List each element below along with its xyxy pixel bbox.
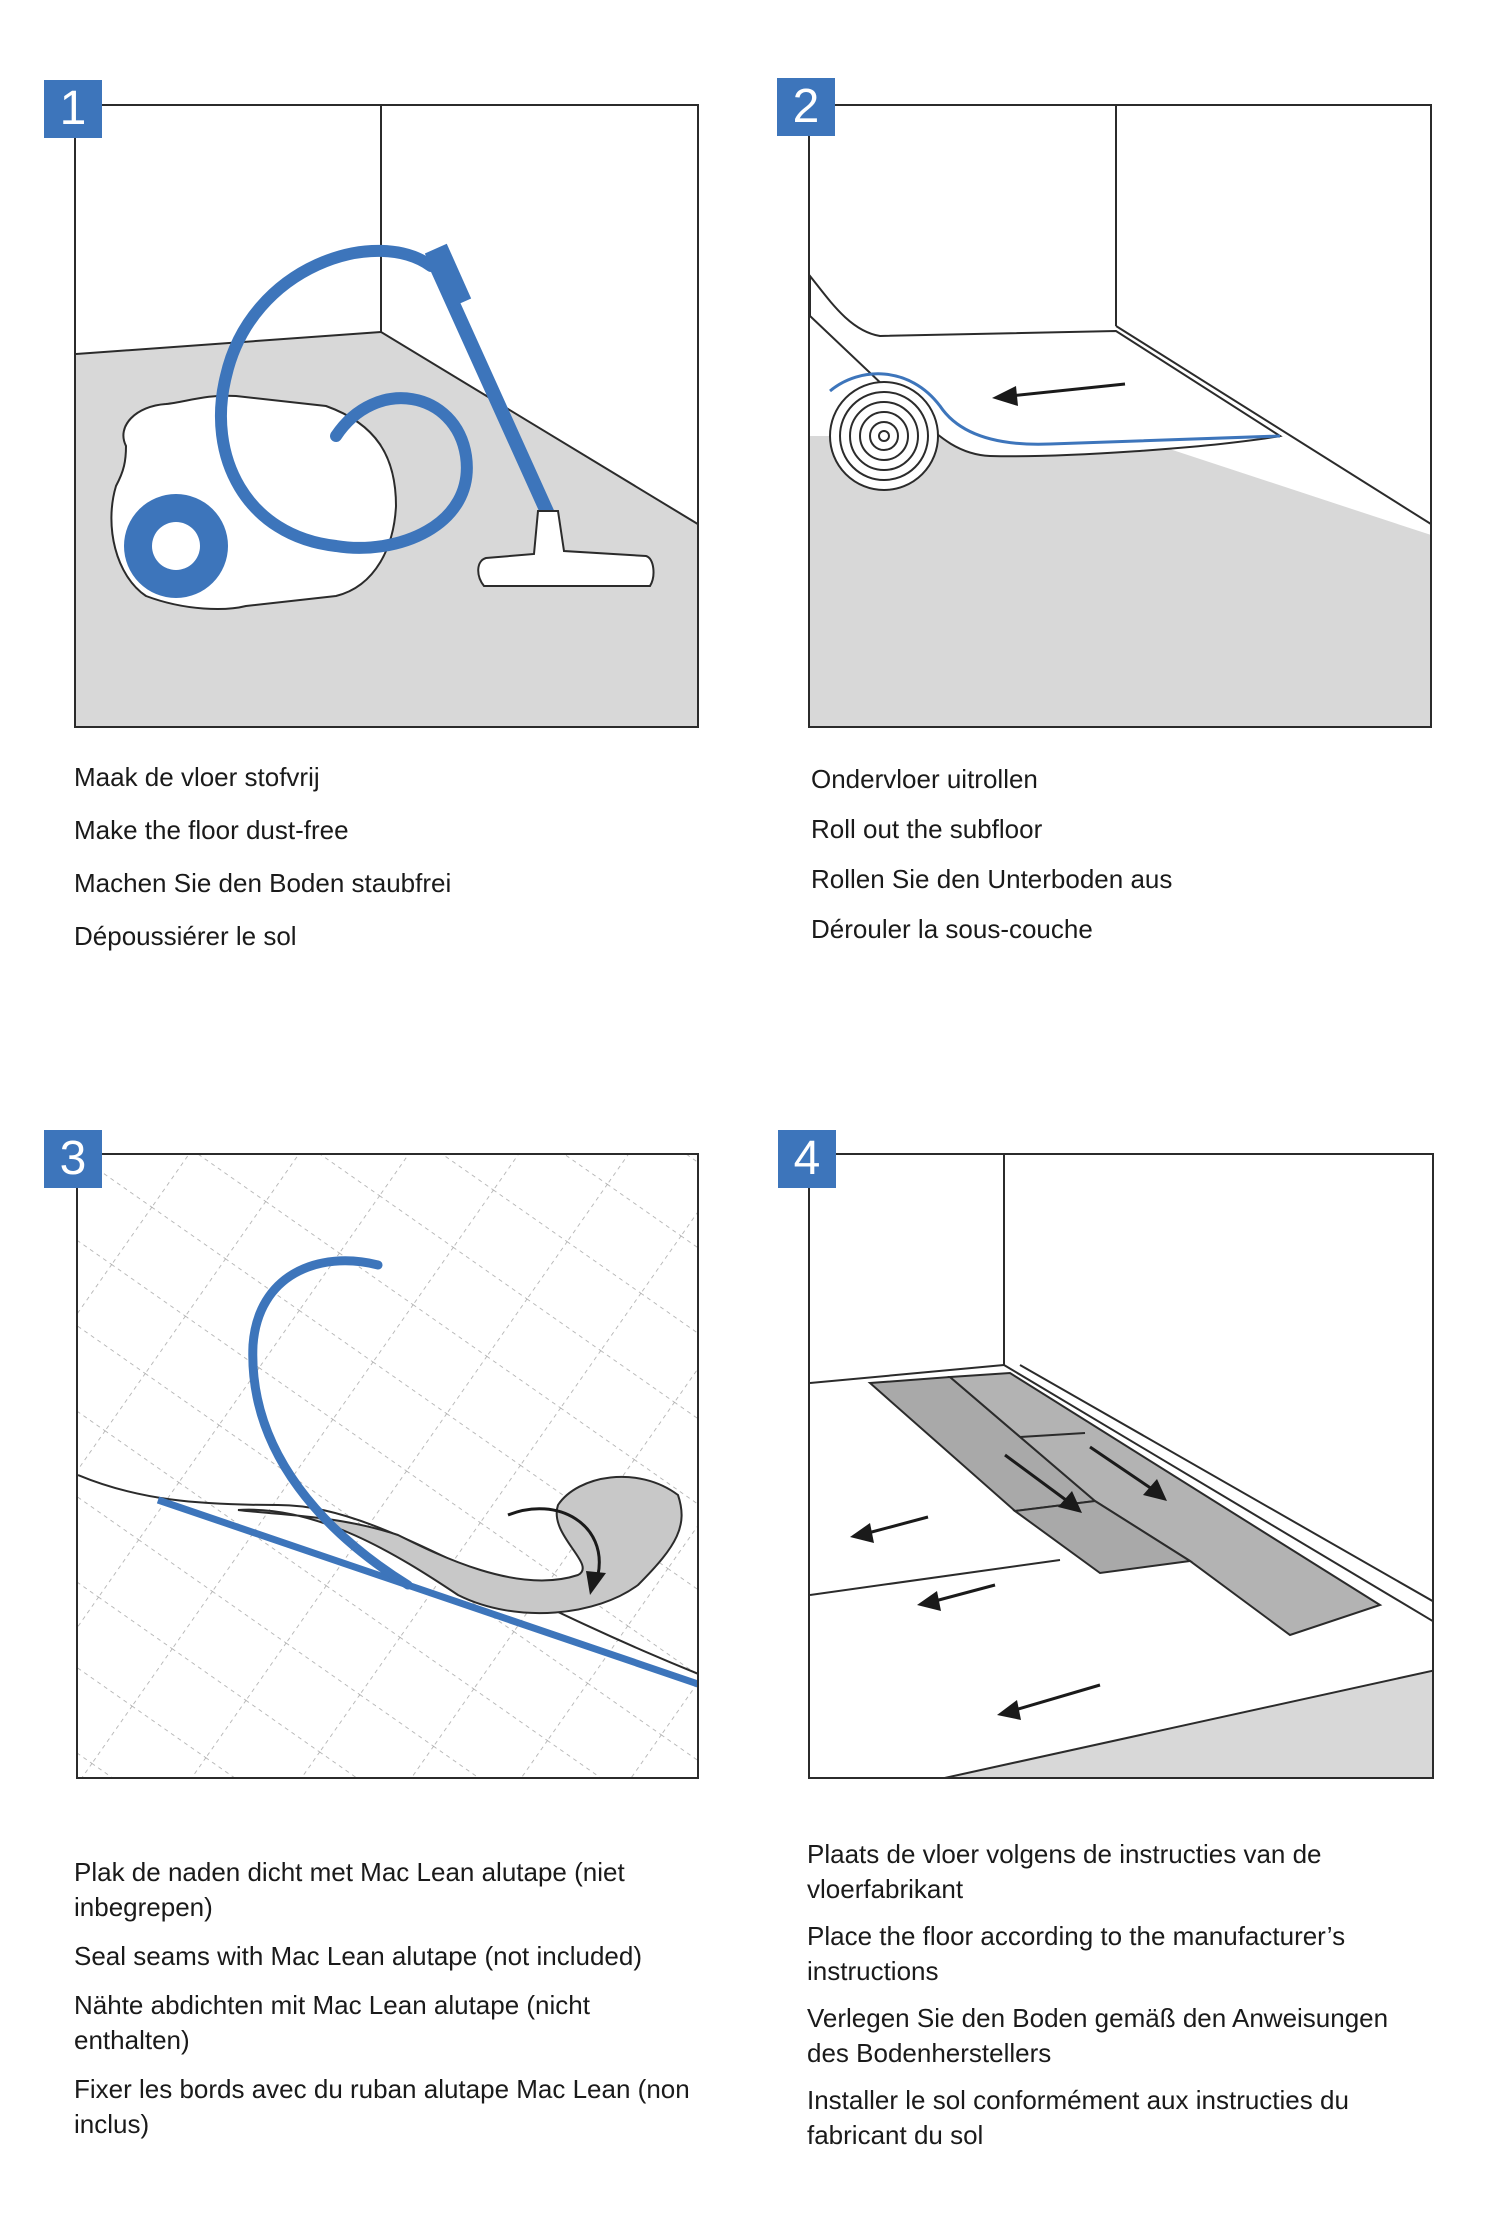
step-number-badge: 4 (778, 1130, 836, 1188)
arrow-icon (1089, 1445, 1167, 1501)
vacuum-nozzle-icon (477, 510, 655, 587)
instruction-de: Verlegen Sie den Boden gemäß den Anweisu… (807, 2003, 1389, 2068)
instruction-en: Roll out the subfloor (811, 814, 1043, 844)
arrow-icon (997, 1683, 1101, 1720)
instruction-en: Place the floor according to the manufac… (807, 1921, 1346, 1986)
instruction-de: Rollen Sie den Unterboden aus (811, 864, 1173, 894)
step-2-instructions: Ondervloer uitrollen Roll out the subflo… (811, 762, 1431, 962)
vacuum-hose-icon (214, 244, 473, 554)
roll-icon (829, 381, 939, 491)
instruction-en: Make the floor dust-free (74, 815, 349, 845)
instruction-nl: Plak de naden dicht met Mac Lean alutape… (74, 1857, 625, 1922)
step-number-badge: 3 (44, 1130, 102, 1188)
step-1-instructions: Maak de vloer stofvrij Make the floor du… (74, 760, 694, 972)
instruction-nl: Plaats de vloer volgens de instructies v… (807, 1839, 1322, 1904)
arrow-icon (917, 1583, 996, 1611)
planks-illustration (810, 1155, 1432, 1777)
arrow-curve-icon (507, 1507, 606, 1595)
step-4-illustration (808, 1153, 1434, 1779)
arrow-icon (850, 1515, 929, 1543)
step-1-illustration (74, 104, 699, 728)
instruction-fr: Fixer les bords avec du ruban alutape Ma… (74, 2074, 690, 2139)
step-3-instructions: Plak de naden dicht met Mac Lean alutape… (74, 1855, 704, 2156)
subfloor-illustration (810, 106, 1430, 726)
arrow-icon (1004, 1453, 1082, 1513)
instruction-fr: Dérouler la sous-couche (811, 914, 1093, 944)
step-3-illustration (76, 1153, 699, 1779)
instruction-fr: Dépoussiérer le sol (74, 921, 297, 951)
instruction-en: Seal seams with Mac Lean alutape (not in… (74, 1941, 642, 1971)
instruction-nl: Maak de vloer stofvrij (74, 762, 320, 792)
arrow-left-icon (992, 382, 1126, 406)
vacuum-illustration (76, 106, 697, 726)
instruction-de: Machen Sie den Boden staubfrei (74, 868, 452, 898)
alutape-illustration (78, 1155, 697, 1777)
step-number-badge: 2 (777, 78, 835, 136)
instruction-fr: Installer le sol conformément aux instru… (807, 2085, 1349, 2150)
step-2-illustration (808, 104, 1432, 728)
step-4-instructions: Plaats de vloer volgens de instructies v… (807, 1837, 1437, 2165)
alutape-loop-icon (248, 1256, 413, 1590)
alutape-strip-icon (156, 1496, 697, 1688)
step-number-badge: 1 (44, 80, 102, 138)
instruction-nl: Ondervloer uitrollen (811, 764, 1038, 794)
instruction-de: Nähte abdichten mit Mac Lean alutape (ni… (74, 1990, 590, 2055)
